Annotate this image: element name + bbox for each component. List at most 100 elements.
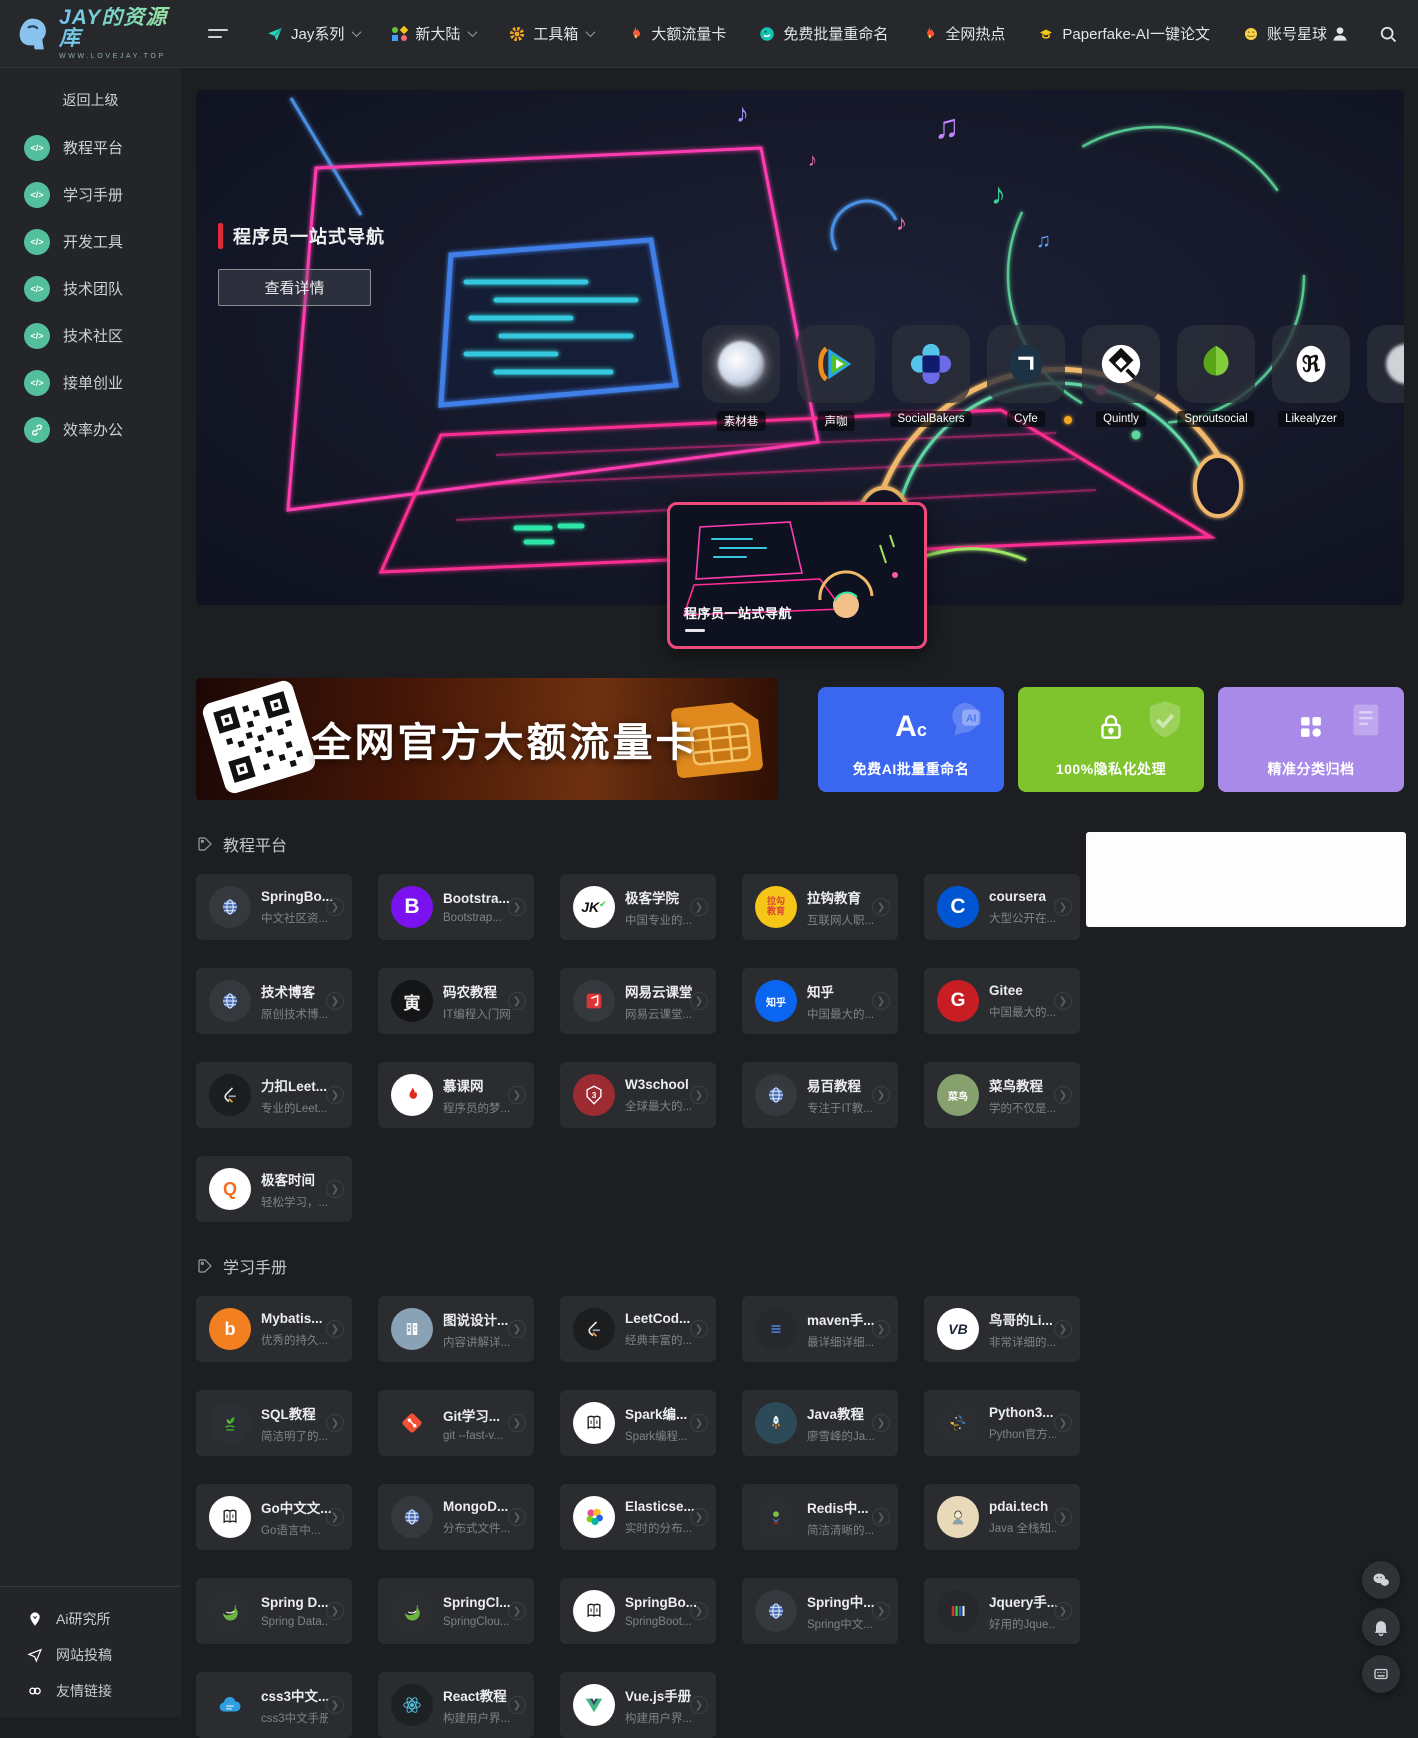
dock-app-label[interactable]: Cyfe xyxy=(1007,411,1045,427)
floating-button[interactable] xyxy=(1362,1561,1400,1599)
site-card[interactable]: 拉勾教育 拉钩教育 互联网人职... ❯ xyxy=(742,874,898,940)
nav-item[interactable]: 新大陆 xyxy=(392,23,478,44)
site-card[interactable]: Jquery手... 好用的Jque... ❯ xyxy=(924,1578,1080,1644)
site-card[interactable]: Elasticse... 实时的分布... ❯ xyxy=(560,1484,716,1550)
site-card[interactable]: css3中文... css3中文手册 ❯ xyxy=(196,1672,352,1738)
dock-app[interactable]: ℜ xyxy=(1272,325,1350,403)
site-card[interactable]: VB 鸟哥的Li... 非常详细的... ❯ xyxy=(924,1296,1080,1362)
site-card[interactable]: SpringBo... SpringBoot... ❯ xyxy=(560,1578,716,1644)
site-card[interactable]: B Bootstra... Bootstrap... ❯ xyxy=(378,874,534,940)
site-card[interactable]: 技术博客 原创技术博... ❯ xyxy=(196,968,352,1034)
site-card[interactable]: G Gitee 中国最大的... ❯ xyxy=(924,968,1080,1034)
sidebar-item[interactable]: </> 开发工具 xyxy=(0,218,181,265)
dock-app[interactable] xyxy=(1367,325,1404,403)
site-card[interactable]: 知乎 知乎 中国最大的... ❯ xyxy=(742,968,898,1034)
site-card[interactable]: LeetCod... 经典丰富的... ❯ xyxy=(560,1296,716,1362)
sidebar-item[interactable]: </> 技术社区 xyxy=(0,312,181,359)
user-icon[interactable] xyxy=(1330,24,1350,44)
site-card[interactable]: Spring中... Spring中文... ❯ xyxy=(742,1578,898,1644)
sidebar-item[interactable]: 效率办公 xyxy=(0,406,181,453)
search-icon[interactable] xyxy=(1378,24,1398,44)
dock-app[interactable] xyxy=(1177,325,1255,403)
dock-app[interactable] xyxy=(1082,325,1160,403)
site-card[interactable]: Vue.js手册 构建用户界... ❯ xyxy=(560,1672,716,1738)
site-card[interactable]: maven手... 最详细详细... ❯ xyxy=(742,1296,898,1362)
nav-menu: Jay系列 新大陆 工具箱 大额流量卡 免费批量重命名 全网热点 Paperfa… xyxy=(266,23,1327,44)
site-card[interactable]: Go中文文... Go语言中... ❯ xyxy=(196,1484,352,1550)
sidebar-item[interactable]: </> 教程平台 xyxy=(0,124,181,171)
site-card[interactable]: Spring D... Spring Data... ❯ xyxy=(196,1578,352,1644)
jquery-logo-icon xyxy=(937,1590,979,1632)
sidebar-item-label: 友情链接 xyxy=(56,1683,112,1699)
site-card[interactable]: SpringBo... 中文社区资... ❯ xyxy=(196,874,352,940)
dock-app-label[interactable]: 声咖 xyxy=(817,411,855,431)
sidebar-item[interactable]: </> 学习手册 xyxy=(0,171,181,218)
menu-toggle-icon[interactable] xyxy=(208,24,230,43)
back-to-parent[interactable]: 返回上级 xyxy=(62,92,119,108)
data-sim-promo-banner[interactable]: 全网官方大额流量卡 xyxy=(196,678,778,800)
dock-app[interactable] xyxy=(797,325,875,403)
site-card[interactable]: C coursera 大型公开在... ❯ xyxy=(924,874,1080,940)
site-card-subtitle: 构建用户界... xyxy=(443,1712,510,1725)
nav-item[interactable]: Paperfake-AI一键论文 xyxy=(1037,23,1210,44)
sidebar-item[interactable]: </> 技术团队 xyxy=(0,265,181,312)
nav-item[interactable]: 工具箱 xyxy=(508,23,596,44)
site-card[interactable]: SpringCl... SpringClou... ❯ xyxy=(378,1578,534,1644)
nav-item[interactable]: 大额流量卡 xyxy=(626,23,726,44)
site-card[interactable]: b Mybatis... 优秀的持久... ❯ xyxy=(196,1296,352,1362)
site-card[interactable]: 力扣Leet... 专业的Leet... ❯ xyxy=(196,1062,352,1128)
nav-item[interactable]: 账号星球 xyxy=(1242,23,1327,44)
nav-item[interactable]: 免费批量重命名 xyxy=(758,23,888,44)
site-card[interactable]: Redis中... 简洁清晰的... ❯ xyxy=(742,1484,898,1550)
popup-mini-illustration xyxy=(682,521,898,618)
git-logo-icon xyxy=(391,1402,433,1444)
site-card[interactable]: Q 极客时间 轻松学习，... ❯ xyxy=(196,1156,352,1222)
site-card[interactable]: 网易云课堂 网易云课堂... ❯ xyxy=(560,968,716,1034)
sidebar-bottom-item[interactable]: 友情链接 xyxy=(0,1673,181,1709)
dock-app-label[interactable]: SocialBakers xyxy=(890,411,972,427)
site-card[interactable]: 易百教程 专注于IT教... ❯ xyxy=(742,1062,898,1128)
sidebar-bottom-item[interactable]: Ai研究所 xyxy=(0,1601,181,1637)
dock-app-label[interactable]: 素材巷 xyxy=(716,411,766,431)
feature-card[interactable]: 精准分类归档 xyxy=(1218,687,1404,792)
site-card[interactable]: 3 W3school 全球最大的... ❯ xyxy=(560,1062,716,1128)
site-card[interactable]: 图说设计... 内容讲解详... ❯ xyxy=(378,1296,534,1362)
site-card-title: 极客时间 xyxy=(261,1172,315,1188)
site-card[interactable]: Spark编... Spark编程... ❯ xyxy=(560,1390,716,1456)
dock-app-label[interactable]: Sproutsocial xyxy=(1177,411,1255,427)
site-card[interactable]: React教程 构建用户界... ❯ xyxy=(378,1672,534,1738)
popup-dash-decor xyxy=(685,629,705,632)
nav-item[interactable]: Jay系列 xyxy=(266,23,362,44)
floating-button[interactable] xyxy=(1362,1655,1400,1693)
sidebar-item[interactable]: </> 接单创业 xyxy=(0,359,181,406)
dock-app-label[interactable]: Likealyzer xyxy=(1278,411,1344,427)
dock-app[interactable] xyxy=(987,325,1065,403)
view-details-button[interactable]: 查看详情 xyxy=(218,269,371,306)
chevron-down-icon xyxy=(585,27,596,38)
site-card[interactable]: 菜鸟 菜鸟教程 学的不仅是... ❯ xyxy=(924,1062,1080,1128)
dock-app[interactable] xyxy=(702,325,780,403)
site-card[interactable]: Git学习... git --fast-v... ❯ xyxy=(378,1390,534,1456)
nav-item[interactable]: 全网热点 xyxy=(920,23,1005,44)
dock-app-label[interactable]: Quintly xyxy=(1096,411,1146,427)
site-card[interactable]: MongoD... 分布式文件... ❯ xyxy=(378,1484,534,1550)
site-card[interactable]: 慕课网 程序员的梦... ❯ xyxy=(378,1062,534,1128)
site-card[interactable]: JK✔ 极客学院 中国专业的... ❯ xyxy=(560,874,716,940)
site-card[interactable]: Python3... Python官方... ❯ xyxy=(924,1390,1080,1456)
site-card-title: Jquery手... xyxy=(989,1594,1059,1610)
floating-button[interactable] xyxy=(1362,1608,1400,1646)
site-card-subtitle: 中文社区资... xyxy=(261,913,328,925)
preview-popup-card[interactable]: 程序员一站式导航 xyxy=(667,502,927,649)
dock-app[interactable] xyxy=(892,325,970,403)
globe-logo-icon xyxy=(755,1590,797,1632)
site-card[interactable]: SQL教程 简洁明了的... ❯ xyxy=(196,1390,352,1456)
site-logo[interactable]: JAY的资源库 WWW.LOVEJAY.TOP xyxy=(14,7,186,60)
imooc-logo-icon xyxy=(391,1074,433,1116)
site-card-title: 极客学院 xyxy=(625,890,679,906)
site-card[interactable]: 寅 码农教程 IT编程入门网 ❯ xyxy=(378,968,534,1034)
site-card[interactable]: pdai.tech Java 全栈知... ❯ xyxy=(924,1484,1080,1550)
feature-card[interactable]: 100%隐私化处理 xyxy=(1018,687,1204,792)
sidebar-bottom-item[interactable]: 网站投稿 xyxy=(0,1637,181,1673)
site-card[interactable]: Java教程 廖雪峰的Ja... ❯ xyxy=(742,1390,898,1456)
